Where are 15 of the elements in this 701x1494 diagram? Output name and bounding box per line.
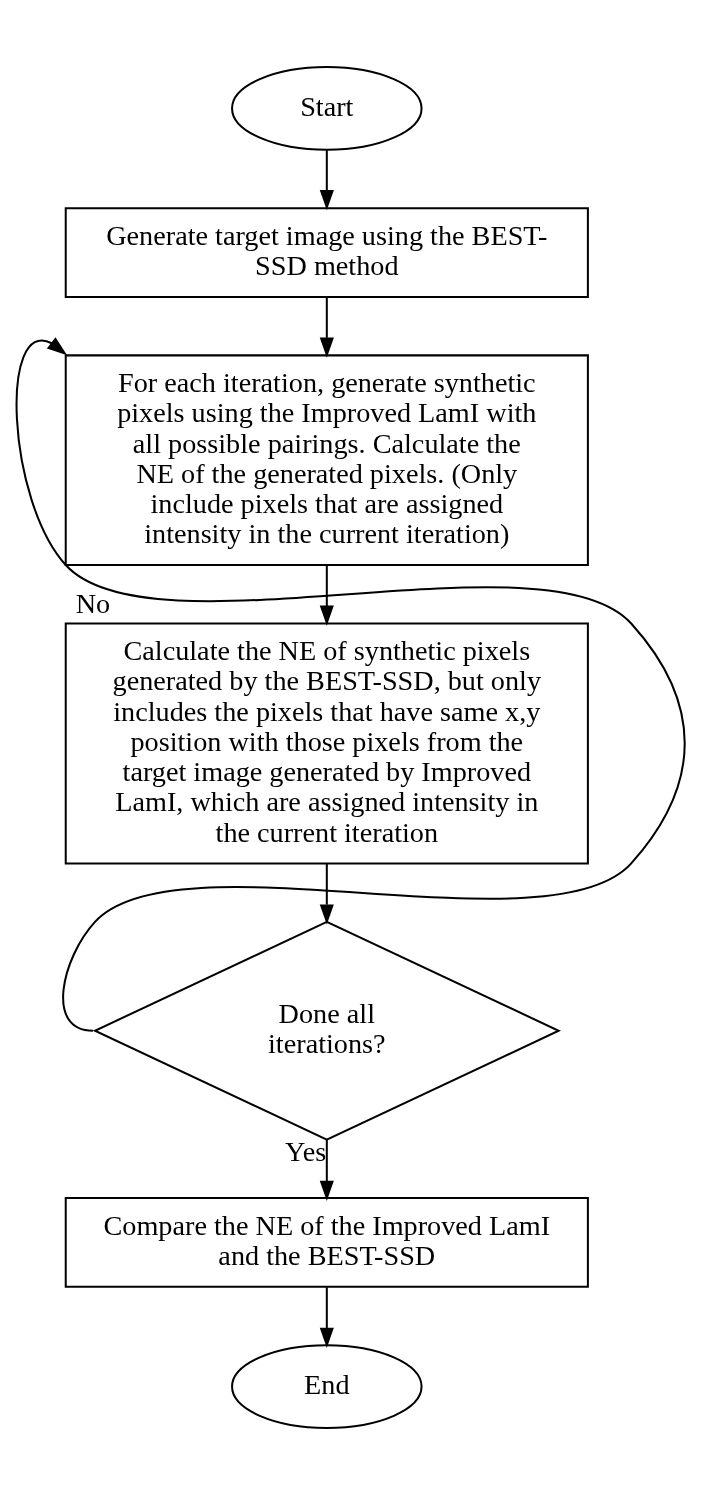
arrow <box>15 336 686 1032</box>
arrow <box>319 1286 334 1348</box>
node-box: Compare the NE of the Improved LamI and the BEST-SSD <box>64 1196 589 1288</box>
node-box: Generate target image using the BEST-SSD method <box>64 206 589 298</box>
arrow <box>319 863 334 925</box>
arrow <box>319 1139 334 1201</box>
arrow <box>319 564 334 626</box>
node-ellipse: End <box>231 1343 423 1429</box>
node-box: For each iteration, generate synthetic pixels using the Improved LamI with all possible pairings. Calculate the NE of the generated pixels. (Only include pixels that are assigned intensity in the current iteration) <box>64 353 589 566</box>
node-box: Calculate the NE of synthetic pixels generated by the BEST-SSD, but only includes the pixels that have same x,y position with those pixels from the target image generated by Improved LamI, which are assigned intensity in the current iteration <box>64 622 589 864</box>
node-diamond: Done all iterations? <box>92 920 562 1141</box>
edge-label: No <box>75 587 111 619</box>
arrow <box>319 149 334 210</box>
arrow <box>319 297 334 358</box>
node-ellipse: Start <box>231 65 423 151</box>
